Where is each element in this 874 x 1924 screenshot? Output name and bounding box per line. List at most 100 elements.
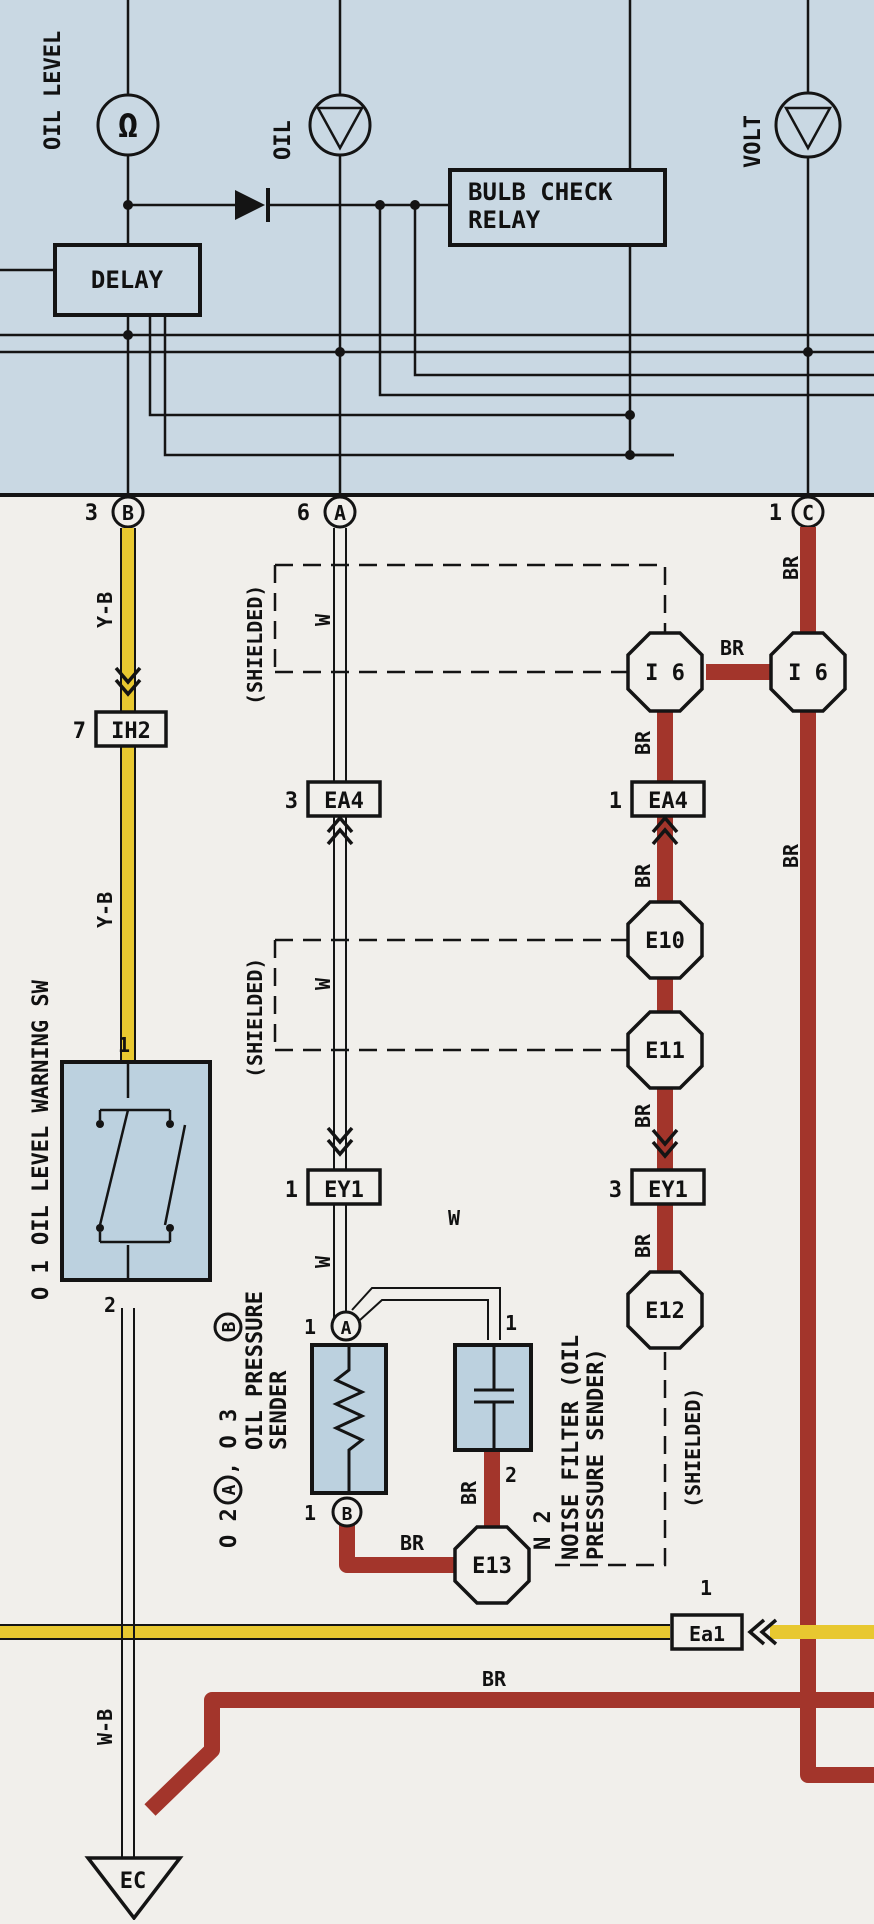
svg-text:EY1: EY1 — [648, 1178, 688, 1203]
chevron-down-icon — [114, 666, 679, 1159]
svg-text:(SHIELDED): (SHIELDED) — [243, 958, 267, 1078]
oil-gauge-label: OIL — [271, 120, 296, 160]
connector-ey1-left: 1 EY1 — [285, 1168, 382, 1206]
switch-pin-1: 1 — [118, 1033, 130, 1057]
switch-name: OIL LEVEL WARNING SW — [29, 979, 54, 1245]
svg-text:I 6: I 6 — [645, 661, 685, 686]
yellow-wire-stripes — [0, 528, 670, 1640]
switch-icon — [98, 1062, 187, 1280]
svg-text:W: W — [311, 613, 335, 626]
svg-text:NOISE FILTER (OIL: NOISE FILTER (OIL — [559, 1335, 584, 1560]
svg-text:1: 1 — [505, 1311, 517, 1335]
svg-text:E13: E13 — [472, 1554, 512, 1579]
splice-i6-right: I 6 — [769, 631, 847, 713]
svg-text:(SHIELDED): (SHIELDED) — [243, 585, 267, 705]
oil-gauge: OIL — [271, 93, 372, 160]
svg-text:7: 7 — [73, 719, 86, 744]
gauge-needle-icon — [315, 106, 365, 151]
oil-level-gauge-label: OIL LEVEL — [41, 31, 66, 150]
diode-icon — [235, 188, 270, 222]
svg-text:A: A — [219, 1484, 240, 1495]
terminal-6a: 6 A — [297, 495, 357, 529]
terminal-1c: 1 C — [769, 495, 825, 529]
resistor-icon — [332, 1345, 366, 1493]
svg-text:BR: BR — [631, 1233, 655, 1258]
terminal-3b: 3 B — [85, 495, 145, 529]
svg-text:BR: BR — [720, 636, 745, 660]
splice-e12: E12 — [626, 1270, 704, 1350]
svg-text:B: B — [122, 501, 134, 525]
svg-text:Ea1: Ea1 — [689, 1622, 725, 1646]
svg-text:BR: BR — [631, 730, 655, 755]
svg-text:BR: BR — [457, 1480, 481, 1505]
svg-text:2: 2 — [505, 1463, 517, 1487]
svg-text:EC: EC — [120, 1869, 147, 1894]
svg-text:A: A — [334, 501, 346, 525]
svg-text:PRESSURE SENDER): PRESSURE SENDER) — [584, 1348, 609, 1560]
ground-ec: EC — [84, 1856, 184, 1921]
svg-text:W: W — [311, 1255, 335, 1268]
svg-text:I 6: I 6 — [788, 661, 828, 686]
volt-gauge-label: VOLT — [741, 115, 766, 168]
yellow-wires — [0, 528, 874, 1639]
svg-text:1: 1 — [700, 1576, 712, 1600]
connector-ea1: 1 Ea1 — [670, 1576, 744, 1651]
svg-text:3: 3 — [85, 501, 98, 526]
delay-box: DELAY — [53, 243, 202, 317]
oil-level-gauge: Ω OIL LEVEL — [41, 31, 160, 157]
capacitor-icon — [474, 1345, 514, 1450]
svg-text:BR: BR — [482, 1667, 507, 1691]
svg-text:B: B — [219, 1321, 240, 1332]
noise-filter: 1 2 N 2 NOISE FILTER (OIL PRESSURE SENDE… — [453, 1311, 609, 1560]
svg-text:E11: E11 — [645, 1039, 685, 1064]
connector-ey1-right: 3 EY1 — [609, 1168, 706, 1206]
svg-text:1: 1 — [769, 501, 782, 526]
svg-text:BR: BR — [631, 1103, 655, 1128]
svg-text:EY1: EY1 — [324, 1178, 364, 1203]
volt-gauge: VOLT — [741, 91, 842, 168]
svg-text:Y-B: Y-B — [93, 592, 117, 628]
svg-text:C: C — [802, 501, 814, 525]
wire-labels: Y-B Y-B W W W W W-B BR BR BR BR BR BR BR… — [93, 555, 803, 1745]
delay-label: DELAY — [91, 266, 164, 294]
switch-code: O 1 — [29, 1260, 54, 1300]
svg-text:BR: BR — [631, 863, 655, 888]
svg-text:(SHIELDED): (SHIELDED) — [681, 1388, 705, 1508]
svg-text:1: 1 — [285, 1178, 298, 1203]
svg-text:BR: BR — [400, 1531, 425, 1555]
svg-text:W: W — [448, 1206, 461, 1230]
oil-pressure-line2: SENDER — [267, 1370, 292, 1450]
svg-text:Y-B: Y-B — [93, 892, 117, 928]
svg-text:B: B — [342, 1504, 353, 1525]
switch-pin-2: 2 — [104, 1293, 116, 1317]
relay-label-line1: BULB CHECK — [468, 178, 613, 206]
splice-e11: E11 — [626, 1010, 704, 1090]
splice-e10: E10 — [626, 900, 704, 980]
brown-wires — [144, 527, 874, 1816]
oil-pressure-line1: OIL PRESSURE — [243, 1291, 268, 1450]
svg-text:W-B: W-B — [93, 1709, 117, 1745]
gauge-needle-icon — [783, 106, 833, 151]
connector-ea4-right: 1 EA4 — [609, 780, 706, 818]
splice-e13: E13 — [453, 1525, 531, 1605]
svg-text:EA4: EA4 — [648, 789, 688, 814]
svg-text:EA4: EA4 — [324, 789, 364, 814]
svg-text:3: 3 — [609, 1178, 622, 1203]
svg-text:N 2: N 2 — [531, 1510, 556, 1550]
ground-icon — [84, 1856, 184, 1921]
oil-level-warning-switch: 1 2 O 1 OIL LEVEL WARNING SW — [29, 979, 212, 1317]
svg-text:A: A — [341, 1318, 352, 1339]
svg-text:O 2: O 2 — [217, 1508, 242, 1548]
relay-label-line2: RELAY — [468, 206, 541, 234]
svg-text:6: 6 — [297, 501, 310, 526]
svg-text:1: 1 — [304, 1501, 316, 1525]
panel-junctions — [123, 200, 813, 460]
svg-text:3: 3 — [285, 789, 298, 814]
connector-ea4-left: 3 EA4 — [285, 780, 382, 818]
svg-text:E10: E10 — [645, 929, 685, 954]
connector-ih2: 7 IH2 — [73, 710, 168, 748]
svg-text:BR: BR — [779, 555, 803, 580]
bulb-check-relay: BULB CHECK RELAY — [448, 168, 667, 247]
